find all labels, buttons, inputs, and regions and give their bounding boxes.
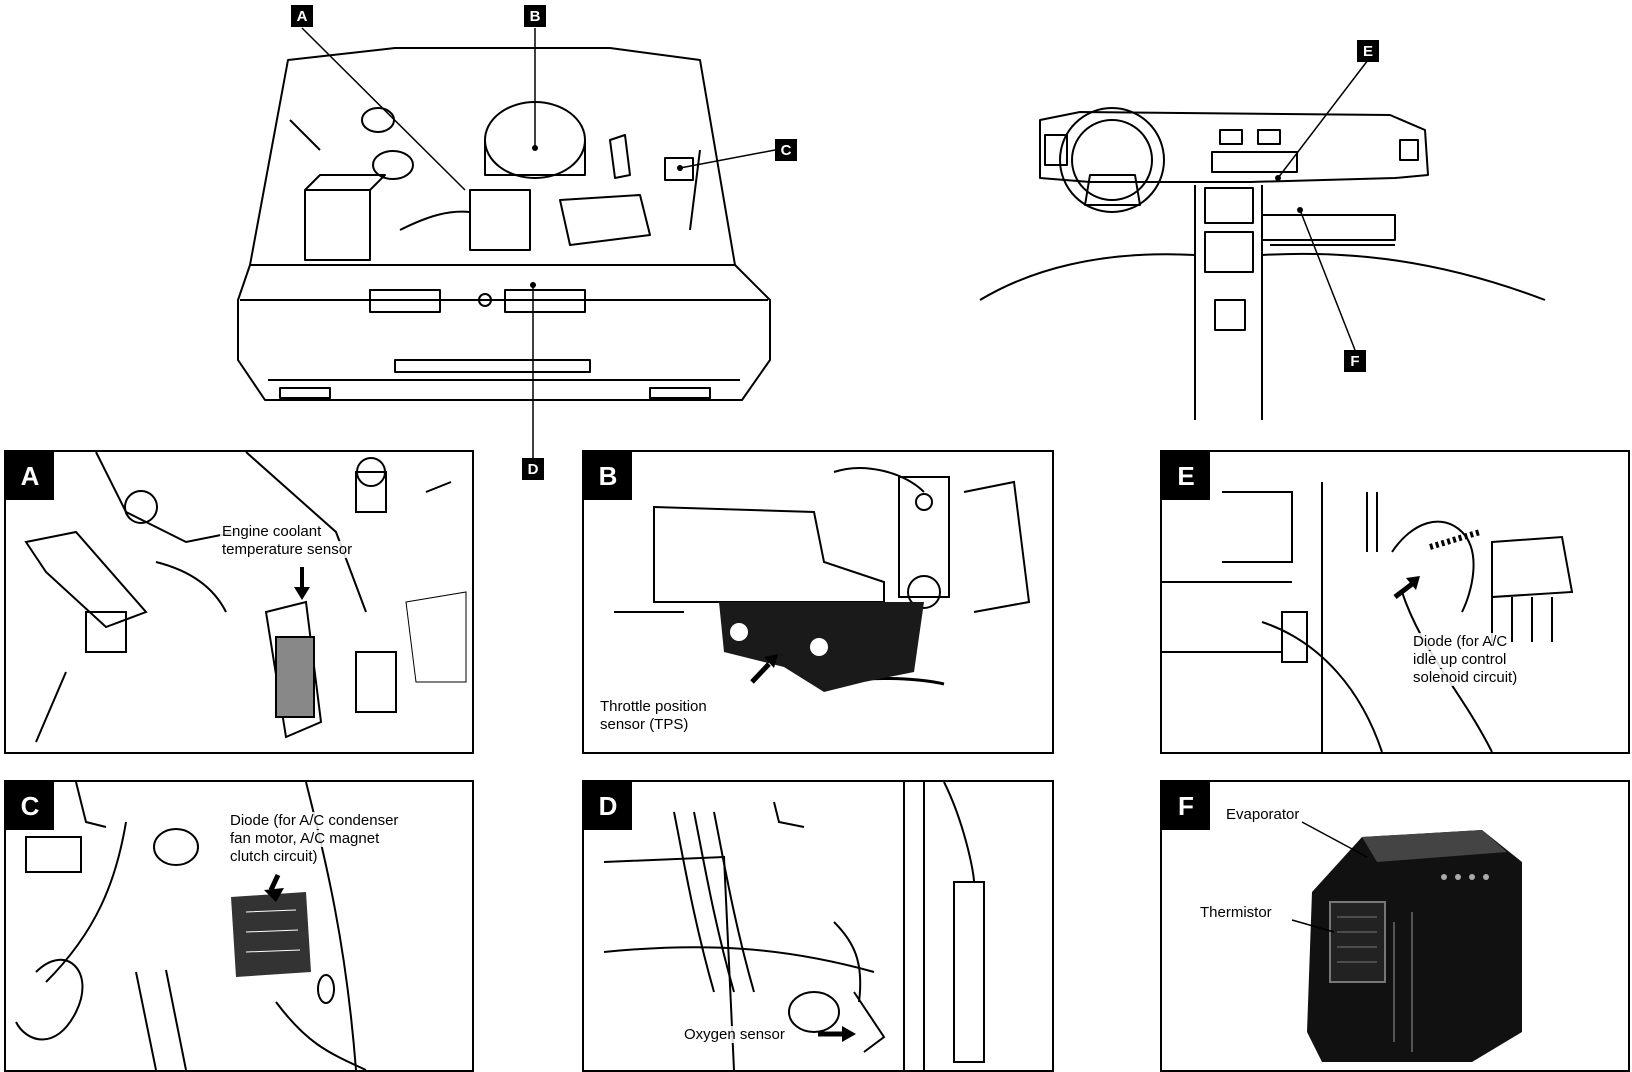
panel-c-letter: C bbox=[6, 782, 54, 830]
diode-e-label-line2: idle up control bbox=[1411, 651, 1509, 668]
leader-lines bbox=[301, 27, 1369, 458]
diode-e-label-line3: solenoid circuit) bbox=[1411, 669, 1520, 686]
engine-coolant-label-line1: Engine coolant bbox=[220, 523, 324, 540]
callout-b: B bbox=[524, 5, 546, 27]
panel-c-illustration bbox=[15, 782, 367, 1070]
panel-e: E Diode (for A/C idle up control solenoi… bbox=[1160, 450, 1630, 754]
callout-d: D bbox=[522, 458, 544, 480]
callout-f: F bbox=[1344, 350, 1366, 372]
panel-f-illustration bbox=[1291, 821, 1522, 1062]
panel-f-letter: F bbox=[1162, 782, 1210, 830]
tps-label-line2: sensor (TPS) bbox=[598, 716, 691, 733]
callout-a: A bbox=[291, 5, 313, 27]
panel-a-illustration bbox=[24, 452, 467, 743]
panel-b-letter: B bbox=[584, 452, 632, 500]
oxygen-sensor-label: Oxygen sensor bbox=[682, 1026, 787, 1043]
evaporator-label: Evaporator bbox=[1224, 806, 1302, 823]
diode-c-label-line1: Diode (for A/C condenser bbox=[228, 812, 401, 829]
panel-e-letter: E bbox=[1162, 452, 1210, 500]
thermistor-label: Thermistor bbox=[1198, 904, 1274, 921]
panel-d: D Oxygen sensor bbox=[582, 780, 1054, 1072]
panel-e-illustration bbox=[1162, 482, 1574, 752]
panel-b: B Throttle position sensor (TPS) bbox=[582, 450, 1054, 754]
panel-d-illustration bbox=[603, 782, 985, 1070]
panel-f: F Evaporator Thermistor bbox=[1160, 780, 1630, 1072]
diode-c-label-line2: fan motor, A/C magnet bbox=[228, 830, 382, 847]
engine-coolant-label-line2: temperature sensor bbox=[220, 541, 355, 558]
panel-a: A Engine coolant temperature sensor bbox=[4, 450, 474, 754]
panel-c: C Diode (for A/C condenser fan motor, A/… bbox=[4, 780, 474, 1072]
callout-e: E bbox=[1357, 40, 1379, 62]
diode-c-label-line3: clutch circuit) bbox=[228, 848, 320, 865]
dashboard-drawing bbox=[979, 107, 1546, 420]
panel-d-letter: D bbox=[584, 782, 632, 830]
diode-e-label-line1: Diode (for A/C bbox=[1411, 633, 1510, 650]
panel-a-letter: A bbox=[6, 452, 54, 500]
engine-bay-drawing bbox=[237, 47, 771, 401]
panel-b-illustration bbox=[614, 467, 1031, 692]
tps-label-line1: Throttle position bbox=[598, 698, 709, 715]
callout-c: C bbox=[775, 139, 797, 161]
